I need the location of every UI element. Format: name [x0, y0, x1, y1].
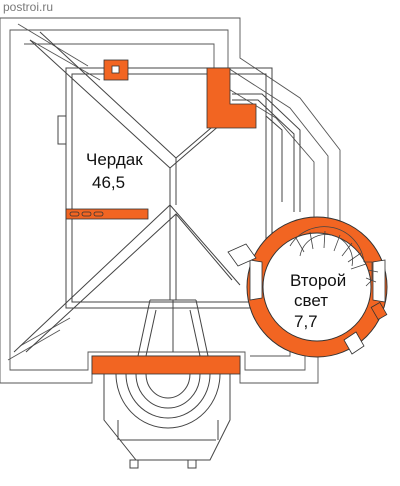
- l-wall: [206, 67, 257, 129]
- room-label-tower-area: 7,7: [294, 312, 318, 331]
- vent-slot: [93, 211, 104, 217]
- bearing-walls: [65, 59, 257, 375]
- left-bay: [57, 115, 67, 145]
- step-arc-3: [135, 373, 201, 409]
- porch-beam: [91, 355, 241, 375]
- passage-lines: [232, 93, 301, 212]
- room-label-tower-name-2: свет: [294, 291, 328, 310]
- passage-wall-inner: [232, 99, 295, 212]
- room-label-attic-area: 46,5: [92, 173, 125, 192]
- ridge-diagonal: [19, 317, 71, 347]
- tower-jamb: [370, 301, 388, 321]
- attic-inner-wall: [71, 73, 267, 303]
- stair-outer-arc: [289, 226, 365, 263]
- porch-post: [187, 459, 197, 469]
- attic-walls: [57, 67, 273, 309]
- spiral-stair: [289, 226, 379, 287]
- site-watermark: postroi.ru: [3, 0, 54, 14]
- vent-slot: [69, 211, 80, 217]
- hip-line-nw-2: [39, 31, 177, 159]
- vent-slot: [81, 211, 92, 217]
- tower-window-south: [343, 331, 365, 355]
- porch-left: [137, 299, 151, 357]
- passage-wall-3: [265, 115, 283, 202]
- chimney-flue: [111, 65, 120, 74]
- porch-right-2: [189, 309, 201, 357]
- porch-post: [129, 459, 139, 469]
- room-label-tower-name: Второй: [290, 271, 346, 290]
- step-arc-2: [125, 373, 211, 419]
- ridge-diagonal: [29, 39, 101, 81]
- stair-inner-arc: [299, 234, 353, 267]
- porch-left-2: [145, 309, 157, 357]
- tower-window-west: [249, 259, 263, 301]
- tower-west-projection: [227, 243, 257, 267]
- partition-vents: [69, 211, 104, 217]
- step-arc-4: [145, 373, 191, 399]
- hip-lines: [13, 31, 241, 357]
- porch-right: [195, 299, 209, 357]
- step-arc-1: [115, 373, 221, 429]
- porch-outline: [103, 374, 231, 461]
- partition-wall: [65, 208, 149, 220]
- tower: [227, 216, 388, 358]
- tower-inner-wall: [262, 232, 372, 342]
- ridge-diagonal: [17, 23, 89, 67]
- room-label-attic-name: Чердак: [86, 150, 143, 169]
- front-porch: [103, 373, 231, 469]
- passage-wall-outer: [232, 93, 301, 212]
- hip-line-nw: [29, 39, 171, 169]
- tower-window-east: [372, 259, 386, 303]
- attic-outer-wall: [65, 67, 273, 309]
